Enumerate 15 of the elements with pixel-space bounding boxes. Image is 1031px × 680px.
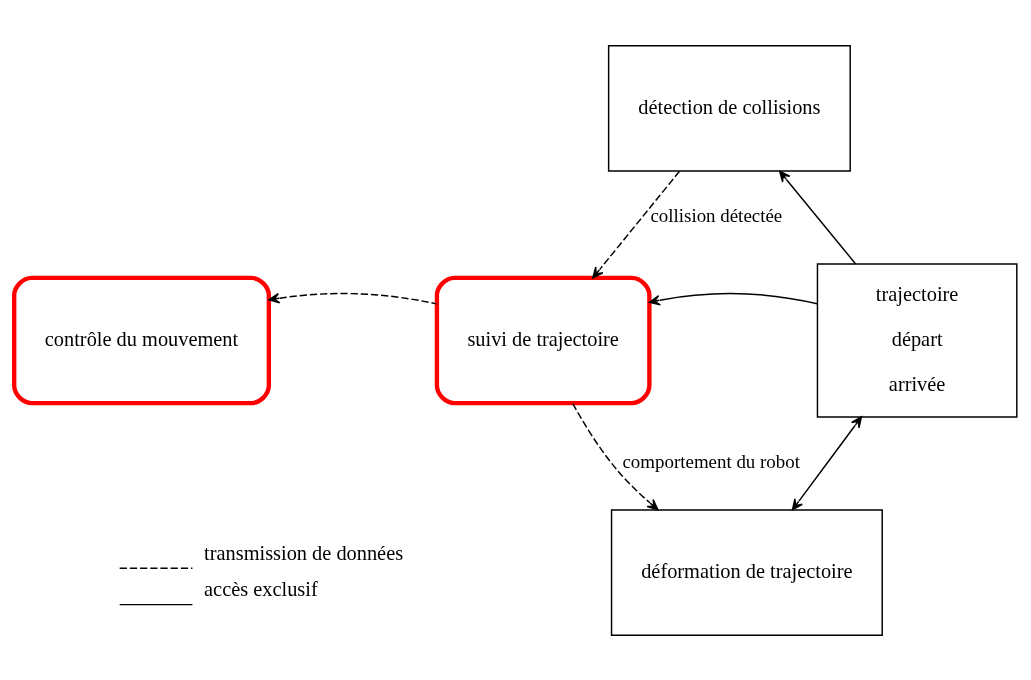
edge-label: comportement du robot xyxy=(622,450,800,472)
arrow xyxy=(268,292,438,305)
node-box: trajectoire départ arrivée xyxy=(816,262,1018,418)
legend-label: transmission de données xyxy=(204,541,404,564)
legend-label: accès exclusif xyxy=(204,577,318,600)
edge-label: collision détectée xyxy=(650,204,783,226)
arrow xyxy=(791,415,863,510)
node-box: contrôle du mouvement xyxy=(12,275,272,405)
node-box: suivi de trajectoire xyxy=(434,275,652,405)
node-box: déformation de trajectoire xyxy=(610,508,883,636)
arrow xyxy=(648,292,818,306)
arrow xyxy=(572,402,659,510)
arrow xyxy=(592,170,681,279)
node-box: détection de collisions xyxy=(607,44,851,172)
arrow xyxy=(779,170,857,265)
